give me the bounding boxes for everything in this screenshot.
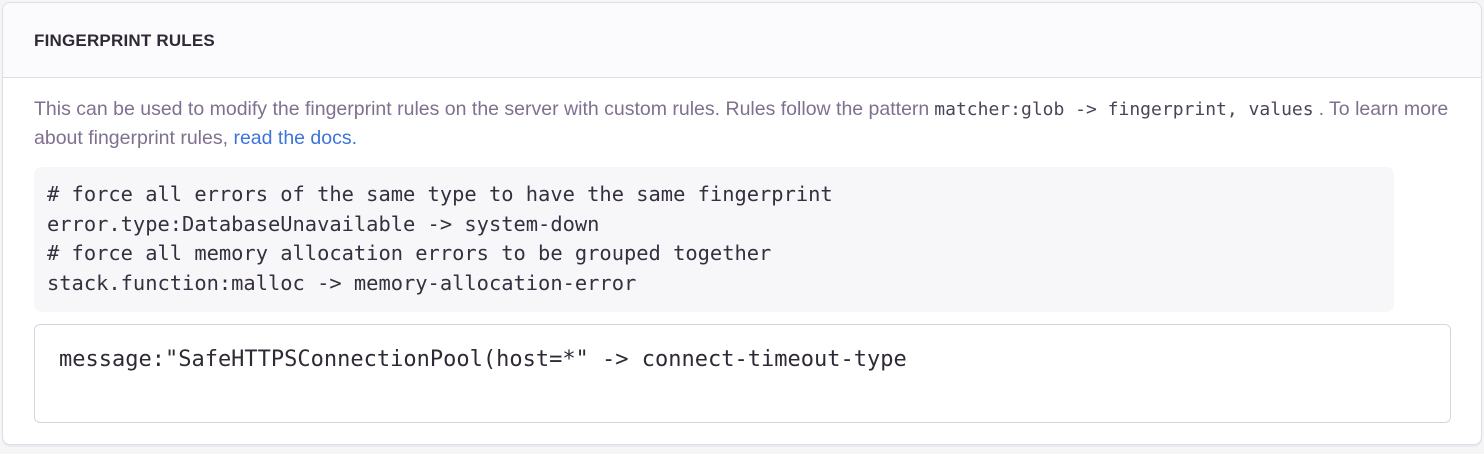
panel-title: FINGERPRINT RULES xyxy=(3,3,1481,78)
description-after-code: . To learn more about fingerprint rules, xyxy=(34,98,1449,149)
fingerprint-rules-panel: FINGERPRINT RULES This can be used to mo… xyxy=(2,2,1482,445)
fingerprint-rules-textarea[interactable] xyxy=(34,324,1451,423)
description-text: This can be used to modify the fingerpri… xyxy=(34,95,1451,152)
panel-body: This can be used to modify the fingerpri… xyxy=(3,78,1481,444)
read-the-docs-link[interactable]: read the docs. xyxy=(233,127,358,149)
fingerprint-rules-example-code: # force all errors of the same type to h… xyxy=(34,167,1394,312)
description-before-code: This can be used to modify the fingerpri… xyxy=(34,98,930,120)
pattern-inline-code: matcher:glob -> fingerprint, values xyxy=(934,99,1314,120)
